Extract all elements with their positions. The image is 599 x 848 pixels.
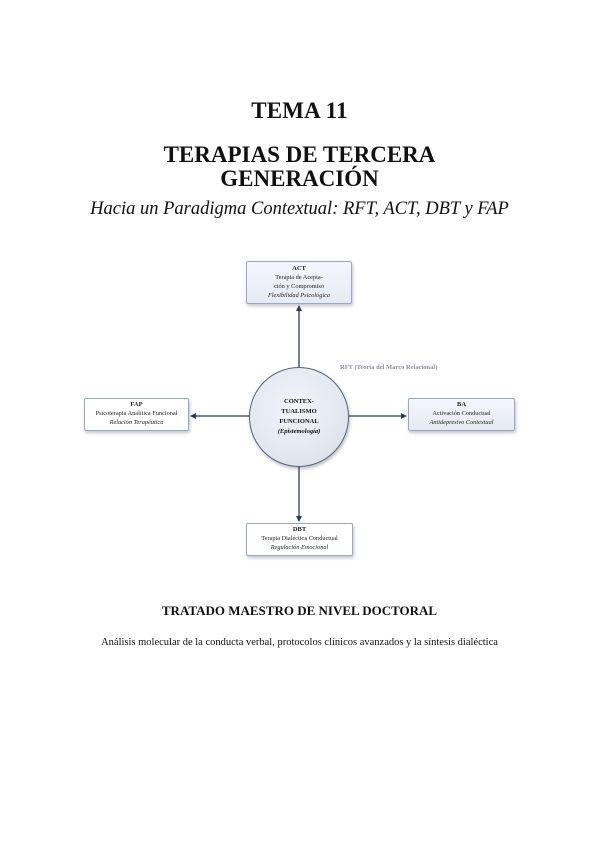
act-line-2: ción y Compromiso <box>273 283 325 290</box>
dbt-focus: Regulación Emocional <box>270 544 329 551</box>
treatise-description: Análisis molecular de la conducta verbal… <box>101 637 498 648</box>
act-box: ACT Terapia de Acepta- ción y Compromiso… <box>246 261 352 304</box>
title-line-2: GENERACIÓN <box>220 166 379 191</box>
fap-focus: Relación Terapéutica <box>109 419 164 426</box>
fap-abbr: FAP <box>130 401 143 408</box>
fap-line-1: Psicoterapia Analítica Funcional <box>95 410 178 417</box>
ba-abbr: BA <box>456 401 467 408</box>
act-line-1: Terapia de Acepta- <box>275 274 323 281</box>
center-line-2: TUALISMO <box>281 408 317 415</box>
act-abbr: ACT <box>292 265 306 272</box>
center-line-4: (Epistemología) <box>277 428 321 435</box>
center-line-1: CONTEX- <box>284 398 314 405</box>
dbt-box: DBT Terapia Dialéctica Conductual Regula… <box>246 523 353 556</box>
act-focus: Flexibilidad Psicológica <box>267 292 331 299</box>
center-line-3: FUNCIONAL <box>279 418 319 425</box>
dbt-abbr: DBT <box>292 526 307 533</box>
treatise-heading: TRATADO MAESTRO DE NIVEL DOCTORAL <box>161 603 438 618</box>
diagram-arrows <box>190 305 407 522</box>
chapter-number: TEMA 11 <box>251 98 348 123</box>
center-circle: CONTEX- TUALISMO FUNCIONAL (Epistemologí… <box>249 367 349 467</box>
ba-line-1: Activación Conductual <box>432 410 491 417</box>
ba-box: BA Activación Conductual Antidepresivo C… <box>408 398 515 431</box>
ba-focus: Antidepresivo Contextual <box>429 419 494 426</box>
subtitle: Hacia un Paradigma Contextual: RFT, ACT,… <box>90 199 509 219</box>
contextualism-diagram: ACT Terapia de Acepta- ción y Compromiso… <box>0 250 599 570</box>
rft-label: RFT (Teoría del Marco Relacional) <box>340 364 438 371</box>
title-line-1: TERAPIAS DE TERCERA <box>163 142 436 167</box>
fap-box: FAP Psicoterapia Analítica Funcional Rel… <box>84 398 189 431</box>
dbt-line-1: Terapia Dialéctica Conductual <box>261 535 338 542</box>
